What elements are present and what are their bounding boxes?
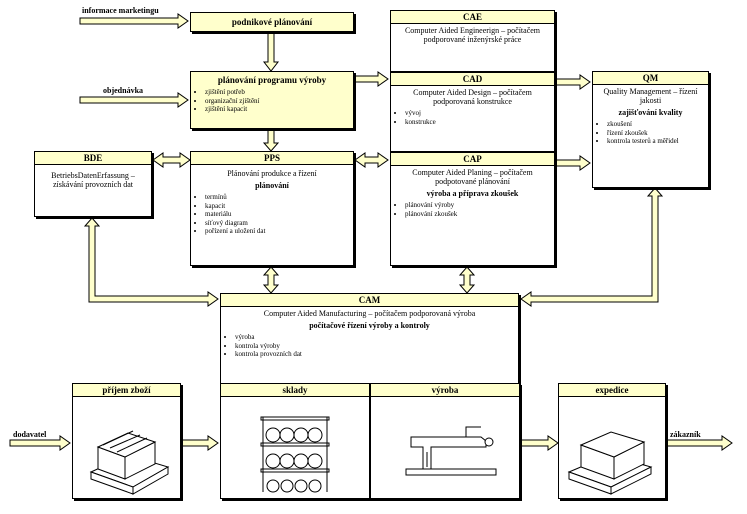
cae-box: CAE Computer Aided Engineerign – počítač… — [390, 10, 555, 72]
arrow-plan-program — [262, 32, 280, 72]
arrow-program-pps — [262, 129, 280, 152]
qm-heading: zajišťování kvality — [618, 108, 683, 117]
order-input-label: objednávka — [103, 86, 144, 95]
pps-box: PPS Plánování produkce a řízení plánován… — [190, 151, 354, 266]
qm-subtitle: Quality Management – řízení jakosti — [603, 87, 698, 105]
pps-title: PPS — [191, 152, 353, 165]
list-item: vývoj — [405, 109, 554, 118]
list-item: pořízení a uložení dat — [205, 227, 353, 236]
cae-title: CAE — [391, 11, 554, 24]
customer-label: zákazník — [670, 430, 701, 439]
pps-list: termínů kapacit materiálu síťový diagram… — [191, 193, 353, 236]
production-title: výroba — [371, 384, 519, 397]
list-item: organizační zjištění — [205, 97, 353, 106]
qm-box: QM Quality Management – řízení jakosti z… — [592, 71, 709, 188]
arrow-pps-cam — [262, 266, 280, 294]
planning-title: podnikové plánování — [231, 17, 313, 27]
cap-heading: výroba a příprava zkoušek — [426, 189, 519, 198]
arrow-supplier — [9, 435, 71, 451]
program-list: zjištění potřeb organizační zjištění zji… — [191, 88, 353, 114]
cad-title: CAD — [391, 73, 554, 86]
arrow-bde-pps — [152, 152, 191, 168]
list-item: kapacit — [205, 202, 353, 211]
cap-box: CAP Computer Aided Planing – počítačem p… — [390, 152, 555, 266]
list-item: kontrola provozních dat — [235, 350, 518, 359]
arrow-pps-cap — [354, 152, 389, 168]
bde-box: BDE BetriebsDatenErfassung – získávání p… — [34, 151, 152, 217]
storage-title: sklady — [221, 384, 369, 397]
receiving-title: příjem zboží — [73, 384, 180, 397]
cae-subtitle: Computer Aided Engineerign – počítačem p… — [404, 26, 541, 44]
bde-title: BDE — [35, 152, 151, 165]
list-item: materiálu — [205, 210, 353, 219]
list-item: výroba — [235, 333, 518, 342]
cam-subtitle: Computer Aided Manufacturing – počítačem… — [263, 309, 476, 318]
cam-box: CAM Computer Aided Manufacturing – počít… — [220, 293, 519, 385]
arrow-order — [79, 92, 189, 108]
cad-box: CAD Computer Aided Design – počítačem po… — [390, 72, 555, 152]
supplier-label: dodavatel — [13, 430, 47, 439]
list-item: kontrola výroby — [235, 342, 518, 351]
qm-title: QM — [593, 72, 708, 85]
arrow-cap-qm — [555, 155, 591, 171]
list-item: konstrukce — [405, 118, 554, 127]
arrow-customer — [665, 435, 733, 451]
list-item: plánování výroby — [405, 201, 554, 210]
cam-title: CAM — [221, 294, 518, 307]
cam-heading: počítačové řízení výroby a kontroly — [309, 321, 430, 330]
cam-list: výroba kontrola výroby kontrola provozní… — [221, 333, 518, 359]
arrow-bde-cam — [83, 217, 219, 307]
marketing-input-label: informace marketingu — [82, 6, 159, 15]
arrow-cad-qm — [555, 74, 591, 90]
arrow-cap-cam — [458, 266, 476, 294]
pps-subtitle: Plánování produkce a řízení — [227, 169, 317, 178]
list-item: řízení zkoušek — [607, 129, 708, 138]
pallet-with-box-icon — [567, 431, 653, 495]
cad-list: vývoj konstrukce — [391, 109, 554, 126]
cap-subtitle: Computer Aided Planing – počítačem podpo… — [412, 168, 533, 186]
receiving-box: příjem zboží — [72, 383, 181, 499]
qm-list: zkoušení řízení zkoušek kontrola testerů… — [593, 120, 708, 146]
arrow-qm-cam — [520, 187, 664, 307]
program-box: plánování programu výroby zjištění potře… — [190, 71, 354, 129]
list-item: zjištění potřeb — [205, 88, 353, 97]
cap-title: CAP — [391, 153, 554, 166]
sewing-machine-icon — [405, 426, 497, 476]
cad-subtitle: Computer Aided Design – počítačem podpor… — [413, 88, 532, 106]
list-item: kontrola testerů a měřidel — [607, 137, 708, 146]
list-item: síťový diagram — [205, 219, 353, 228]
shipping-box: expedice — [558, 383, 666, 499]
list-item: zjištění kapacit — [205, 105, 353, 114]
arrow-program-cad — [354, 71, 389, 87]
bde-subtitle: BetriebsDatenErfassung – získávání provo… — [51, 171, 135, 189]
storage-rack-icon — [260, 416, 330, 493]
production-box: výroba — [370, 383, 520, 499]
list-item: zkoušení — [607, 120, 708, 129]
arrow-marketing — [79, 13, 189, 29]
pallet-with-crates-icon — [89, 430, 170, 495]
program-title: plánování programu výroby — [217, 75, 327, 85]
list-item: termínů — [205, 193, 353, 202]
cap-list: plánování výroby plánování zkoušek — [391, 201, 554, 218]
list-item: plánování zkoušek — [405, 210, 554, 219]
arrow-receiving-storage — [181, 435, 219, 451]
planning-box: podnikové plánování — [190, 12, 354, 32]
pps-heading: plánování — [255, 181, 289, 190]
arrow-production-shipping — [520, 435, 559, 451]
shipping-title: expedice — [559, 384, 665, 397]
storage-box: sklady — [220, 383, 370, 499]
